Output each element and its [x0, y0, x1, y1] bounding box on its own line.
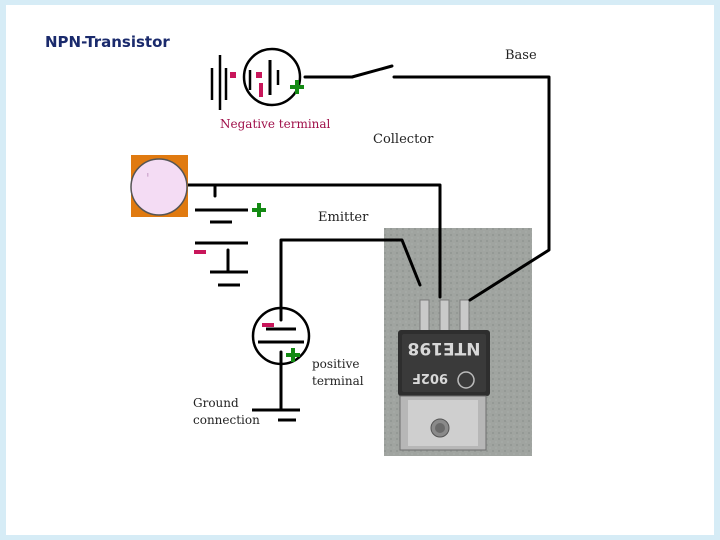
minus-sign [259, 83, 263, 97]
base-label: Base [505, 48, 537, 63]
plus-sign-emitter [286, 348, 300, 362]
base-battery [210, 47, 302, 110]
collector-label: Collector [373, 132, 434, 147]
plus-sign-top [290, 80, 304, 94]
slide-canvas [6, 5, 714, 535]
wire-collector [183, 183, 442, 299]
switch-blade [350, 64, 394, 79]
emitter-battery [251, 306, 311, 366]
minus-sign-collector [194, 250, 206, 254]
lamp: ' [130, 155, 188, 217]
date-code-text: 902F [412, 370, 448, 385]
positive-terminal-label: positive terminal [312, 356, 364, 390]
wire-emitter [279, 238, 422, 322]
wire-lamp-battery [183, 183, 217, 198]
emitter-label: Emitter [318, 210, 369, 225]
positive-terminal-line2: terminal [312, 374, 364, 388]
wire-base [392, 75, 551, 302]
ground-line1: Ground [193, 396, 239, 410]
ground-line2: connection [193, 413, 260, 427]
minus-sign-emitter [262, 323, 274, 327]
positive-terminal-line1: positive [312, 357, 360, 371]
page-title: NPN-Transistor [45, 33, 170, 51]
minus-mark [230, 72, 236, 78]
ground-symbol [252, 408, 300, 422]
collector-battery [195, 208, 248, 287]
plus-sign-collector [252, 203, 266, 217]
minus-mark [256, 72, 262, 78]
negative-terminal-label: Negative terminal [220, 117, 331, 131]
ground-connection-label: Ground connection [193, 395, 260, 429]
svg-text:': ' [146, 172, 150, 187]
part-number-text: NTE198 [408, 338, 481, 358]
transistor-photo: NTE198 902F [384, 228, 532, 456]
